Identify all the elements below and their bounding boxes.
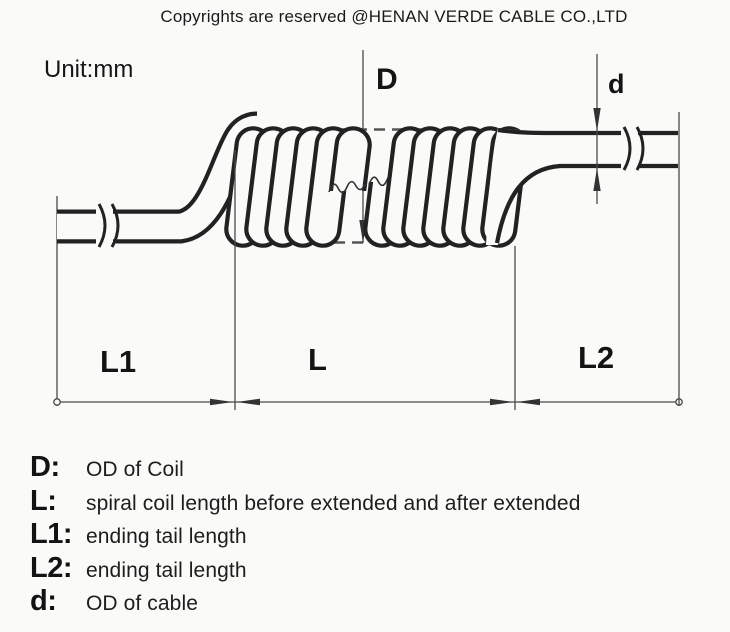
legend-description: spiral coil length before extended and a… (86, 491, 581, 515)
unit-label: Unit:mm (44, 56, 134, 83)
legend-item-D: D: OD of Coil (30, 451, 700, 485)
legend-term: L: (30, 484, 57, 517)
coil-right-section (363, 126, 527, 247)
dim-end-circle (53, 398, 61, 406)
right-cable-break (621, 126, 645, 171)
break-squiggle (328, 180, 366, 194)
arrow-right-icon (210, 398, 233, 406)
label-coil-length: L (308, 342, 327, 377)
legend-description: ending tail length (86, 558, 247, 582)
legend-item-d: d: OD of cable (30, 585, 700, 619)
copyright-title: Copyrights are reserved @HENAN VERDE CAB… (160, 7, 628, 26)
arrow-down-icon (593, 108, 601, 131)
legend-term: L1: (30, 518, 73, 550)
legend: D: OD of Coil L: spiral coil length befo… (30, 451, 700, 619)
extension-lines (234, 112, 680, 410)
legend-term: L2: (30, 551, 73, 584)
label-cable-od: d (608, 69, 625, 99)
legend-description: OD of cable (86, 592, 198, 615)
legend-item-L: L: spiral coil length before extended an… (30, 485, 700, 519)
dimension-labels: D d L1 L L2 (100, 63, 625, 379)
legend-description: ending tail length (86, 525, 247, 548)
arrow-right-icon (490, 398, 513, 406)
legend-item-L2: L2: ending tail length (30, 552, 700, 586)
left-cable-break (96, 203, 120, 248)
label-left-tail: L1 (100, 344, 136, 379)
legend-term: D: (30, 451, 60, 483)
legend-item-L1: L1: ending tail length (30, 518, 700, 552)
coil-left-section (224, 126, 371, 247)
arrow-up-icon (593, 168, 601, 191)
label-coil-od: D (376, 63, 398, 96)
dimension-line-d (593, 54, 601, 204)
arrow-left-icon (237, 398, 260, 406)
cable-artwork (57, 111, 678, 248)
legend-description: OD of Coil (86, 458, 184, 481)
arrow-left-icon (517, 398, 540, 406)
label-right-tail: L2 (578, 340, 614, 375)
legend-term: d: (30, 585, 57, 617)
length-dimension-line (53, 196, 683, 406)
